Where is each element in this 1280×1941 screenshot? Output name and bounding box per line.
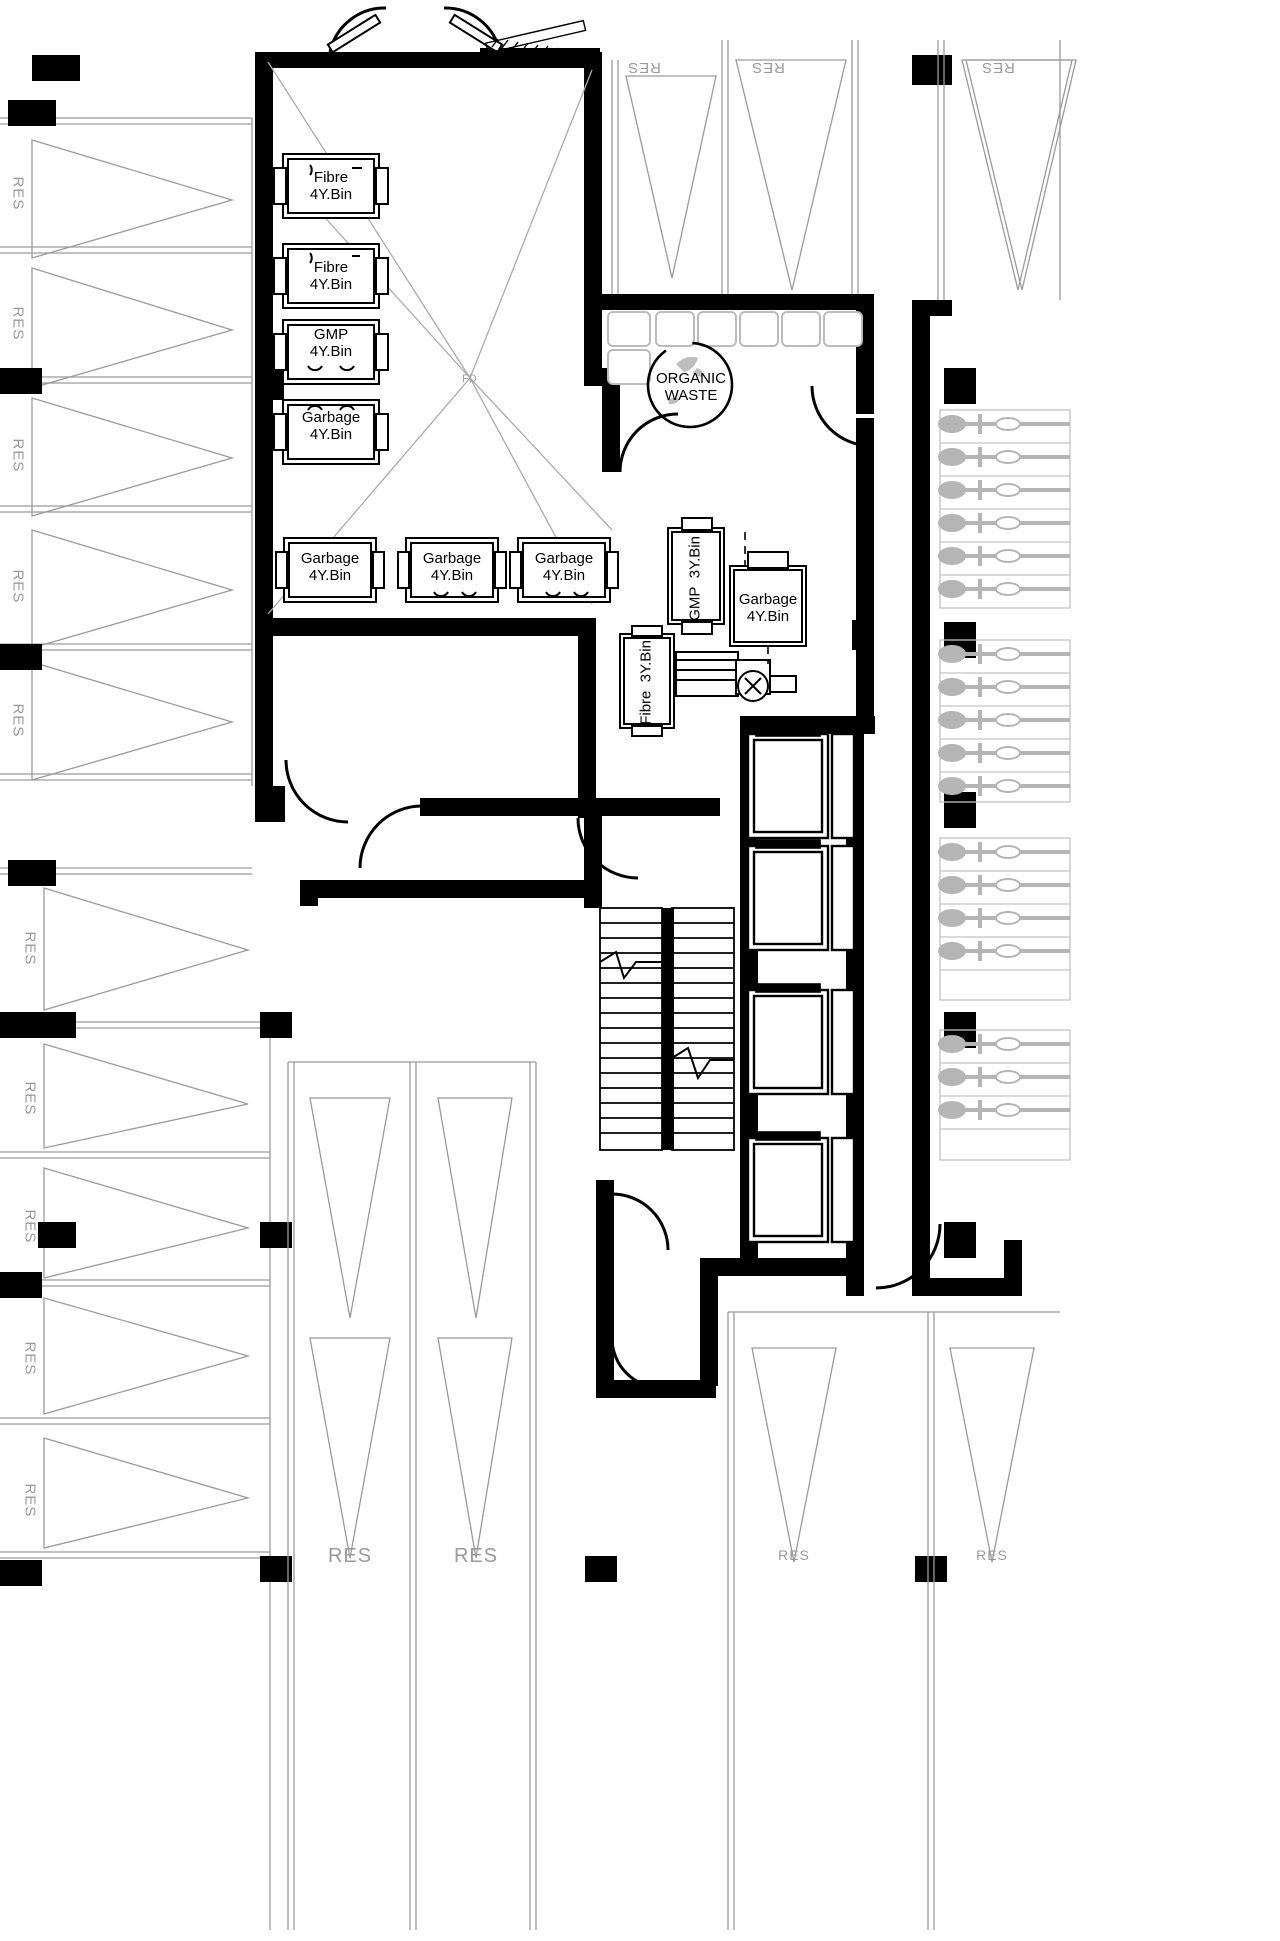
organic-waste-emblem — [646, 341, 734, 429]
stair-break-line — [599, 950, 734, 1081]
door-leaf — [326, 13, 504, 54]
bin-caster — [307, 164, 589, 598]
loading-equipment — [619, 517, 807, 737]
bicycle-icon — [938, 414, 1070, 1120]
organic-waste-totes — [607, 311, 863, 385]
vehicle-bays — [746, 732, 856, 1244]
door-hatched — [485, 19, 587, 60]
stair-flight-left — [599, 907, 663, 1151]
stair-central-wall — [662, 908, 674, 1150]
top-parking-bank — [611, 40, 1073, 300]
bottom-parking-bank — [287, 1061, 1060, 1930]
bay-door-detail — [755, 727, 821, 1141]
equipment-dashed-guide — [744, 532, 769, 664]
stall-arrow — [31, 139, 251, 1549]
leaf-icon — [668, 356, 705, 405]
bin-symbols — [273, 153, 619, 603]
stair-flight-right — [671, 907, 735, 1151]
structural-column — [0, 55, 976, 1586]
bottom-right-misc — [965, 40, 1077, 300]
stall-divider — [0, 117, 270, 1559]
